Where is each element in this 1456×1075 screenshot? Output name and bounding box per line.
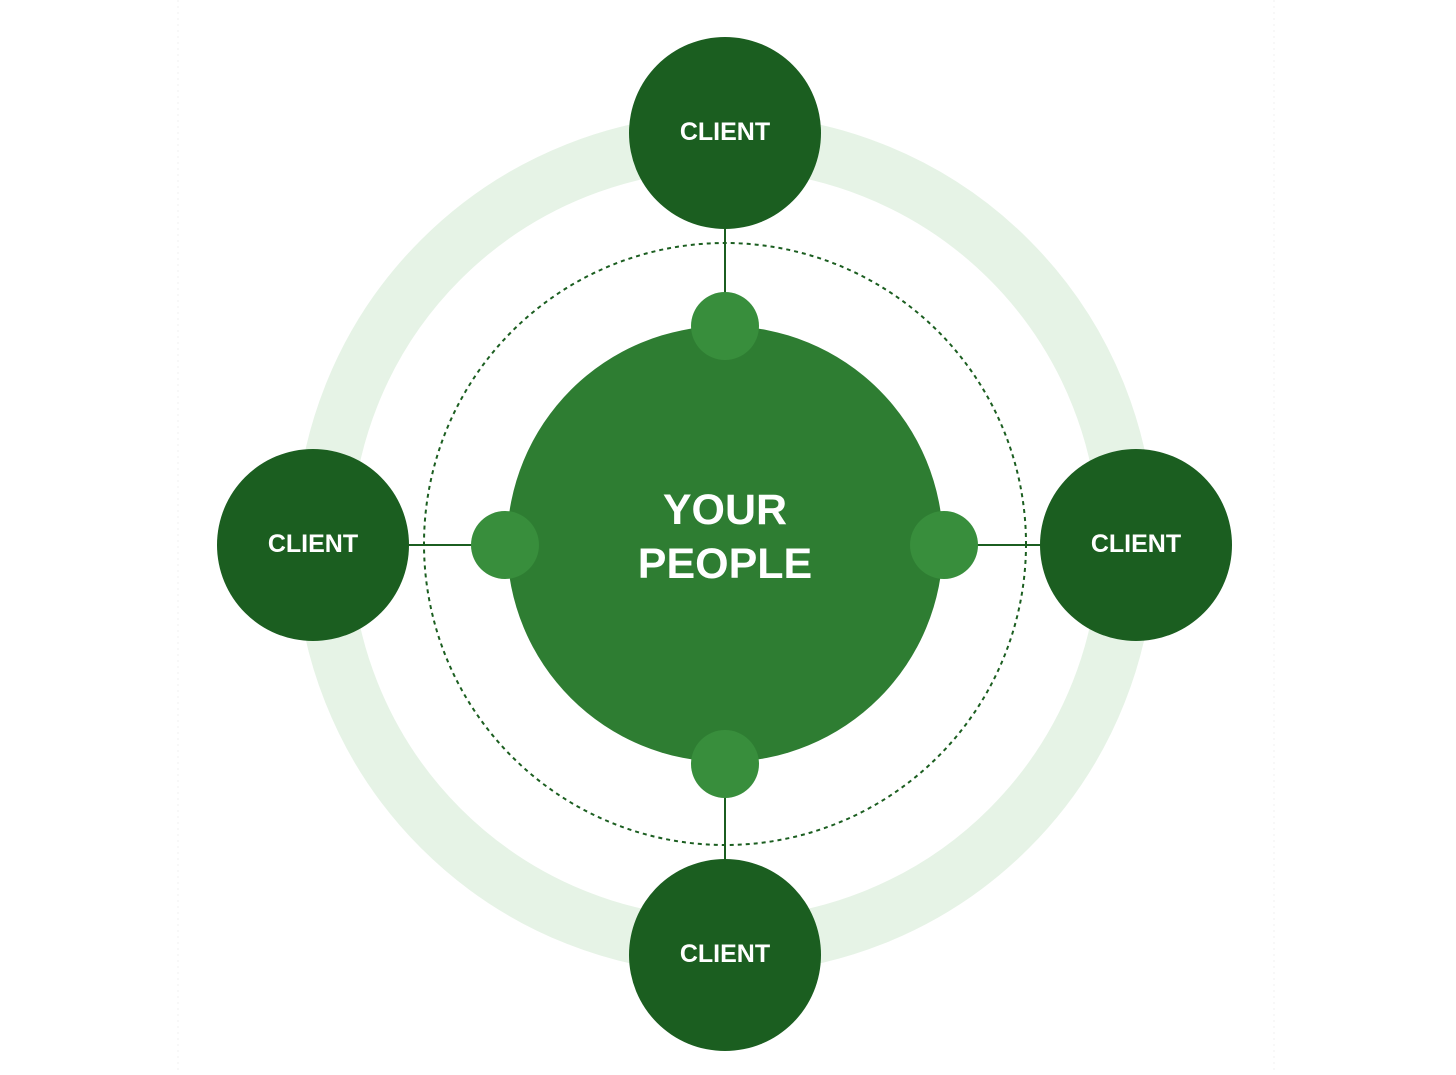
center-label-line1: YOUR bbox=[663, 486, 787, 534]
client-node-top: CLIENT bbox=[629, 37, 821, 229]
connector-node-left bbox=[471, 511, 539, 579]
client-circle-right bbox=[1040, 449, 1232, 641]
client-node-left: CLIENT bbox=[217, 449, 409, 641]
center-circle bbox=[507, 326, 943, 762]
client-label-left: CLIENT bbox=[268, 530, 358, 558]
client-node-right: CLIENT bbox=[1040, 449, 1232, 641]
client-circle-top bbox=[629, 37, 821, 229]
client-node-bottom: CLIENT bbox=[629, 859, 821, 1051]
connector-node-top bbox=[691, 292, 759, 360]
client-circle-bottom bbox=[629, 859, 821, 1051]
connector-node-right bbox=[910, 511, 978, 579]
center-label-line2: PEOPLE bbox=[638, 540, 812, 588]
client-circle-left bbox=[217, 449, 409, 641]
connector-node-bottom bbox=[691, 730, 759, 798]
client-label-bottom: CLIENT bbox=[680, 940, 770, 968]
client-label-top: CLIENT bbox=[680, 118, 770, 146]
client-label-right: CLIENT bbox=[1091, 530, 1181, 558]
